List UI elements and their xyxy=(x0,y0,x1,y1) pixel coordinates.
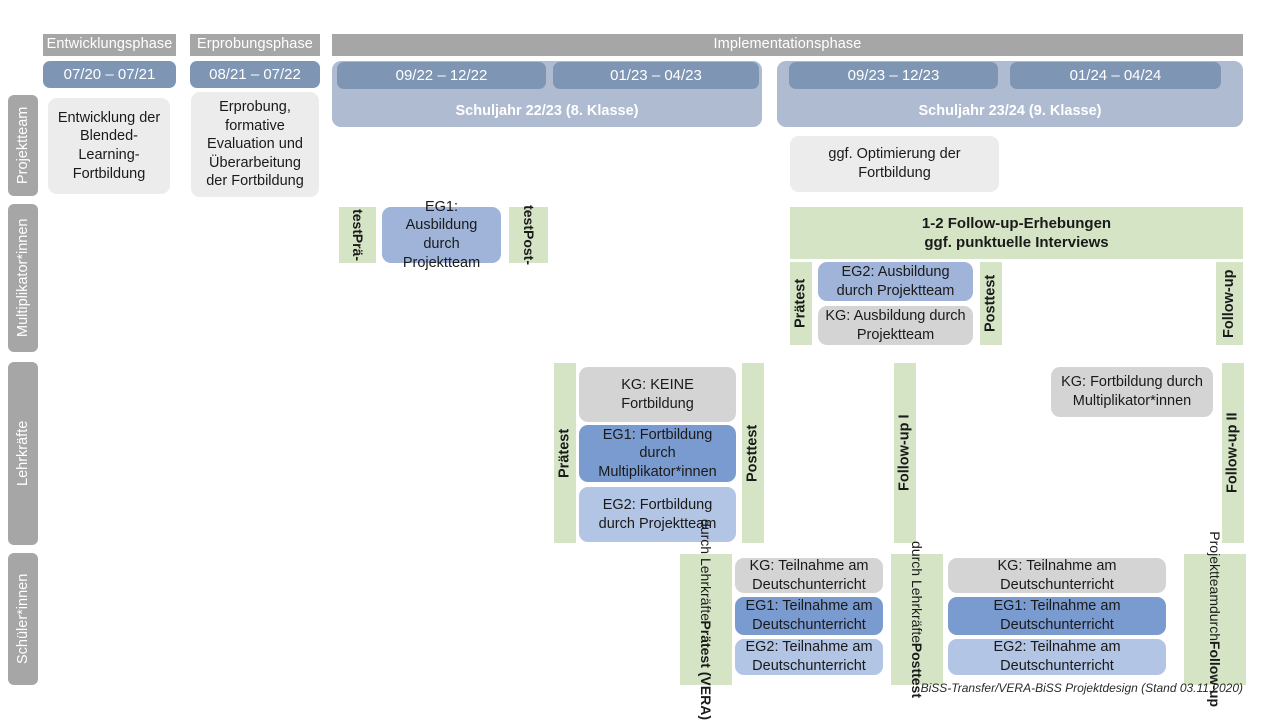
praetest-lehrkraefte: Prätest xyxy=(554,363,576,543)
followup-schueler-regular-2: Projektteam xyxy=(1207,531,1224,607)
period-bar-1: 07/20 – 07/21 xyxy=(43,61,176,88)
period-bar-2: 08/21 – 07/22 xyxy=(190,61,320,88)
box-eg1-ausbildung-projektteam: EG1: Ausbildung durch Projektteam xyxy=(382,199,501,271)
posttest-regular: durch Lehrkräfte xyxy=(909,540,926,643)
posttest-schueler: Posttest durch Lehrkräfte xyxy=(891,541,943,698)
phase-header-entwicklungsphase: Entwicklungsphase xyxy=(43,34,176,56)
box-optimierung-fortbildung: ggf. Optimierung der Fortbildung xyxy=(790,136,999,192)
row-label-schuelerinnen: Schüler*innen xyxy=(8,553,38,685)
box-eg2-fortbildung-projektteam: EG2: Fortbildung durch Projektteam xyxy=(579,487,736,542)
box-kg-fortbildung-multiplikatorinnen: KG: Fortbildung durch Multiplikator*inne… xyxy=(1051,367,1213,417)
posttest-multiplikator-2: Posttest xyxy=(980,262,1002,345)
band-followup-erhebungen: 1-2 Follow-up-Erhebungen ggf. punktuelle… xyxy=(790,207,1243,259)
followup-2-lehrkraefte: Follow-up II xyxy=(1222,363,1244,543)
followup-1-lehrkraefte: Follow-up I xyxy=(894,363,916,543)
followup-schueler: Follow-up durch Projektteam xyxy=(1184,532,1246,707)
phase-header-implementationsphase: Implementationsphase xyxy=(332,34,1243,56)
praetest-vera-regular: durch Lehrkräfte xyxy=(698,518,715,621)
box-kg-teilnahme-2: KG: Teilnahme am Deutschunterricht xyxy=(948,558,1166,593)
row-label-projektteam: Projektteam xyxy=(8,95,38,196)
period-bar-3: 09/22 – 12/22 xyxy=(337,62,546,89)
footer-caption: BiSS-Transfer/VERA-BiSS Projektdesign (S… xyxy=(920,681,1243,695)
box-erprobung-evaluation: Erprobung, formative Evaluation und Über… xyxy=(191,92,319,197)
box-kg-keine-fortbildung: KG: KEINE Fortbildung xyxy=(579,367,736,422)
posttest-multiplikator-1: Post- test xyxy=(509,205,548,265)
box-kg-ausbildung-projektteam: KG: Ausbildung durch Projektteam xyxy=(818,306,973,345)
box-eg2-ausbildung-projektteam: EG2: Ausbildung durch Projektteam xyxy=(818,262,973,301)
phase-header-erprobungsphase: Erprobungsphase xyxy=(190,34,320,56)
band-followup-line-2: ggf. punktuelle Interviews xyxy=(924,234,1109,251)
posttest-line-1: Post- xyxy=(520,229,537,265)
row-label-lehrkraefte: Lehrkräfte xyxy=(8,362,38,545)
band-followup-line-1: 1-2 Follow-up-Erhebungen xyxy=(921,214,1112,232)
box-eg2-teilnahme-1: EG2: Teilnahme am Deutschunterricht xyxy=(735,639,883,675)
followup-multiplikator: Follow-up xyxy=(1216,262,1243,345)
box-eg2-teilnahme-2: EG2: Teilnahme am Deutschunterricht xyxy=(948,639,1166,675)
praetest-vera-schueler: Prätest (VERA) durch Lehrkräfte xyxy=(680,519,732,720)
followup-schueler-bold: Follow-up xyxy=(1207,641,1224,708)
row-label-multiplikatorinnen: Multiplikator*innen xyxy=(8,204,38,352)
period-bar-5: 09/23 – 12/23 xyxy=(789,62,998,89)
posttest-line-2: test xyxy=(520,205,537,230)
posttest-lehrkraefte: Posttest xyxy=(742,363,764,543)
praetest-multiplikator-2: Prätest xyxy=(790,262,812,345)
praetest-line-2: test xyxy=(349,208,366,234)
box-eg1-fortbildung-multiplikatorinnen: EG1: Fortbildung durch Multiplikator*inn… xyxy=(579,425,736,482)
box-eg1-teilnahme-1: EG1: Teilnahme am Deutschunterricht xyxy=(735,597,883,635)
box-kg-teilnahme-1: KG: Teilnahme am Deutschunterricht xyxy=(735,558,883,593)
box-eg1-teilnahme-2: EG1: Teilnahme am Deutschunterricht xyxy=(948,597,1166,635)
period-bar-4: 01/23 – 04/23 xyxy=(553,62,759,89)
praetest-line-1: Prä- xyxy=(349,233,366,262)
praetest-vera-bold: Prätest (VERA) xyxy=(698,620,715,720)
period-bar-6: 01/24 – 04/24 xyxy=(1010,62,1221,89)
box-entwicklung-fortbildung: Entwicklung der Blended-Learning-Fortbil… xyxy=(48,98,170,194)
followup-schueler-regular-1: durch xyxy=(1207,606,1224,642)
praetest-multiplikator-1: Prä- test xyxy=(339,207,376,263)
